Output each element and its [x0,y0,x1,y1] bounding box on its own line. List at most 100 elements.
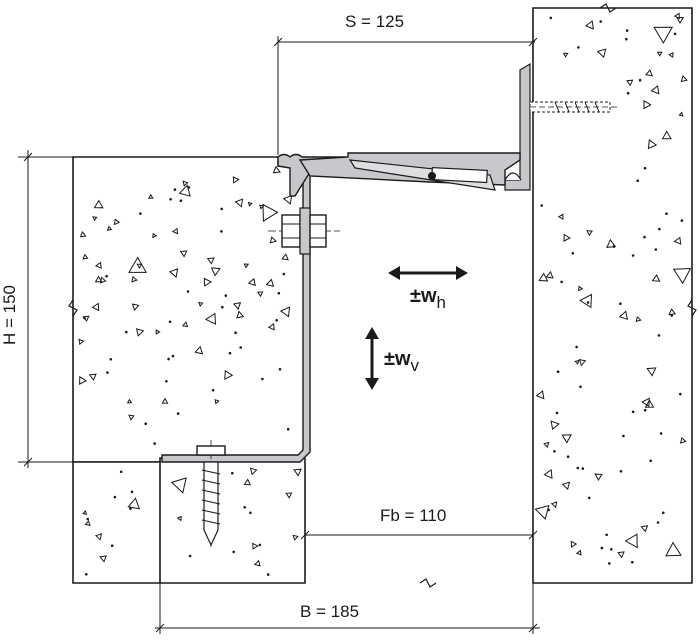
aggregate-stone [624,533,638,549]
aggregate-dot [239,346,242,349]
aggregate-dot [626,91,630,95]
aggregate-dot [234,331,237,335]
aggregate-stone [575,549,582,556]
aggregate-stone [570,540,578,548]
aggregate-stone [545,270,554,279]
side-bolt [268,207,340,255]
aggregate-stone [617,551,625,559]
aggregate-dot [85,573,88,576]
aggregate-dot [105,274,108,278]
aggregate-dot [586,301,590,304]
aggregate-stone [577,285,584,292]
aggregate-dot [654,248,658,251]
aggregate-stone [279,306,291,318]
aggregate-stone [656,51,663,57]
break-lines [68,3,697,588]
aggregate-stone [232,302,242,311]
aggregate-stone [194,345,204,355]
aggregate-dot [662,511,665,515]
aggregate-stone [94,533,103,541]
aggregate-dot [286,427,290,431]
aggregate-dot [130,490,134,494]
aggregate-dot [575,345,578,349]
horizontal-movement-label: ±wh [410,285,446,312]
aggregate-stone [574,359,580,365]
aggregate-stone [171,227,179,235]
aggregate-dot [608,562,611,565]
aggregate-stone [679,436,687,444]
aggregate-dot [680,219,684,222]
aggregate-dot [540,204,544,207]
left-upper-concrete-slab [72,156,306,463]
aggregate-stone [562,52,569,58]
vertical-movement-arrow [365,327,379,390]
aggregate-dot [125,330,128,334]
aggregate-dot [249,511,252,515]
aggregate-stone [618,310,629,321]
aggregate-dot [153,442,156,445]
aggregate-stone [161,397,169,404]
right-concrete-wall [532,7,693,584]
aggregate-stone [232,176,240,184]
horizontal-movement-arrow [388,266,468,280]
aggregate-dot [679,392,682,396]
aggregate-stone [550,501,558,509]
aggregate-dot [278,368,282,371]
aggregate-dot [556,370,560,374]
aggregate-stone [152,232,158,239]
aggregate-dot [113,495,117,499]
aggregate-stone [84,520,91,527]
aggregate-stone [243,478,252,486]
aggregate-stone [92,216,98,222]
aggregate-stone [136,263,143,270]
right-anchor-dowel [529,101,618,113]
aggregate-stone [106,225,113,231]
right-anchor-profile [504,62,531,191]
aggregate-dot [224,294,228,297]
aggregate-stone [678,111,684,117]
aggregate-stone [586,230,593,237]
aggregate-stone [182,180,189,187]
aggregate-stone [256,291,264,298]
aggregate-stone [646,367,657,377]
cover-plate [298,152,521,191]
aggregate-stone [135,328,145,337]
dimension-b-label: B = 185 [300,602,359,621]
aggregate-stone [247,277,256,287]
aggregate-dot [643,408,647,412]
aggregate-stone [99,555,107,563]
aggregate-stone [99,276,107,284]
aggregate-dot [636,179,640,182]
aggregate-dot [649,459,653,463]
aggregate-dot [631,410,635,414]
aggregate-dot [188,554,192,558]
aggregate-dot [179,199,183,202]
aggregate-stone [131,303,140,312]
aggregate-dot [631,254,635,257]
dimension-fb [300,530,538,540]
aggregate-stone [176,515,182,522]
aggregate-dot [657,334,661,337]
aggregate-stone [650,84,660,95]
aggregate-stone [131,275,138,283]
aggregate-stone [550,420,560,431]
aggregate-dot [167,357,170,361]
aggregate-stone [262,203,279,222]
aggregate-stone [258,204,265,210]
aggregate-dot [86,517,89,521]
aggregate-stone [94,261,102,269]
aggregate-stone [543,468,553,480]
aggregate-stone [535,390,545,400]
aggregate-dot [261,377,264,381]
aggregate-stone [203,277,213,287]
aggregate-dot [171,354,175,358]
aggregate-dot [169,198,172,201]
aggregate-stone [234,198,244,208]
aggregate-stone [584,20,594,30]
aggregate-dot [555,411,559,415]
aggregate-stone [293,468,302,477]
aggregate-dot [109,358,113,361]
aggregate-stone [79,231,87,238]
aggregate-dot [670,314,674,317]
dimension-b [155,583,540,634]
